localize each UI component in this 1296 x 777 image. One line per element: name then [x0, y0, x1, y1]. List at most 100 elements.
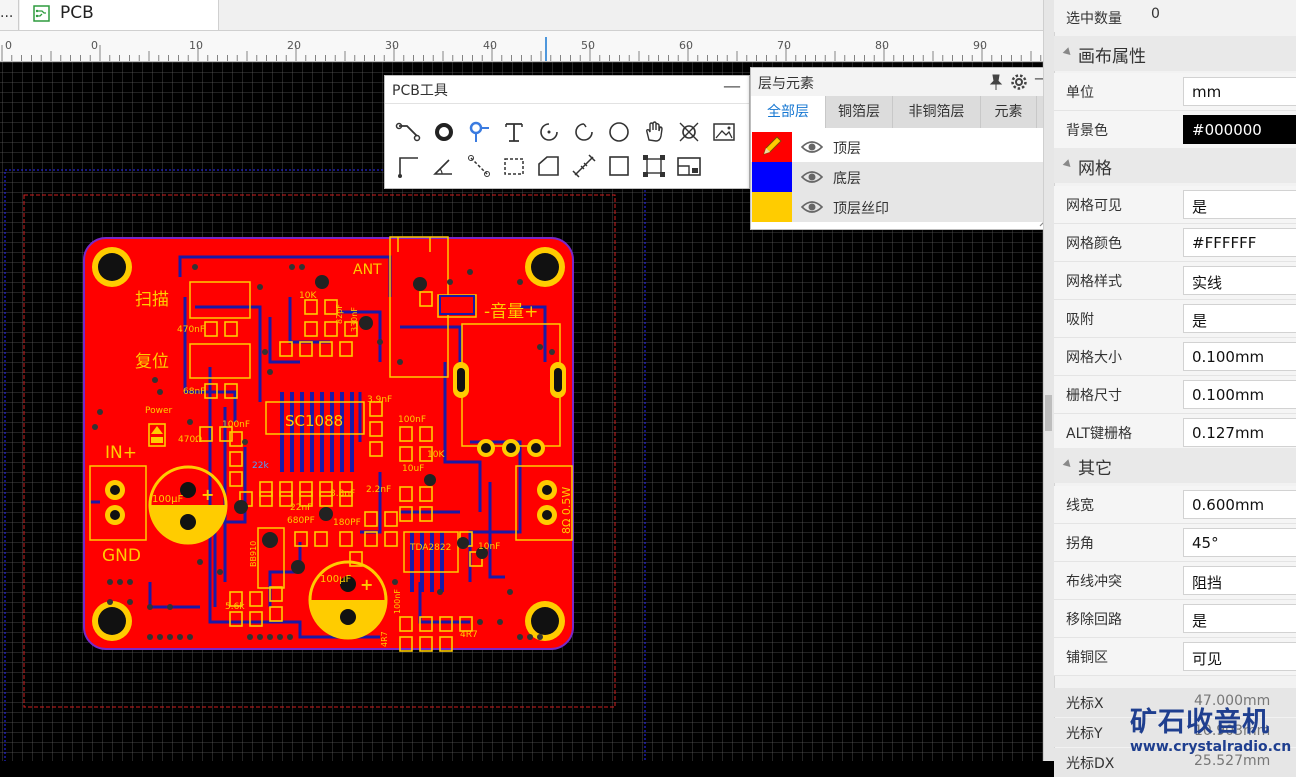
via — [537, 634, 543, 640]
rectangle-tool-icon[interactable] — [605, 152, 633, 180]
label-gnd: GND — [102, 546, 141, 566]
via — [549, 349, 555, 355]
smd-pad — [339, 341, 353, 357]
angle-tool-icon[interactable] — [430, 152, 458, 180]
selected-count-label: 选中数量 — [1066, 11, 1122, 27]
section-grid[interactable]: 网格 — [1054, 148, 1296, 183]
smd-pad — [299, 341, 313, 357]
label-power: Power — [145, 406, 173, 416]
layer-tabs: 全部层 铜箔层 非铜箔层 元素 — [751, 96, 1051, 128]
label-cap1: 470nF — [177, 325, 205, 335]
track-tool-icon[interactable] — [395, 118, 423, 146]
smd-pad — [399, 636, 413, 652]
board-outline-tool-icon[interactable] — [675, 152, 703, 180]
dimension-tool-icon[interactable] — [395, 152, 423, 180]
smd-pad — [219, 426, 233, 442]
prop-remove-loop-select[interactable]: 是 — [1183, 604, 1296, 633]
prop-grid-color-input[interactable]: #FFFFFF — [1183, 228, 1296, 257]
arc-center-tool-icon[interactable] — [535, 118, 563, 146]
prop-snap-size-input[interactable]: 0.100mm — [1183, 380, 1296, 409]
hole-tool-icon[interactable] — [675, 118, 703, 146]
layer-row-top[interactable]: 顶层 — [751, 132, 1051, 162]
pad-tool-icon[interactable] — [430, 118, 458, 146]
ruler-label: 30 — [385, 39, 399, 52]
layer-color-swatch[interactable] — [752, 162, 792, 192]
splitter-handle[interactable] — [1045, 395, 1052, 431]
tab-pcb[interactable]: PCB — [20, 0, 219, 30]
eye-icon[interactable] — [801, 169, 823, 185]
prop-copper-area-select[interactable]: 可见 — [1183, 642, 1296, 671]
circle-tool-icon[interactable] — [605, 118, 633, 146]
connect-tool-icon[interactable] — [465, 152, 493, 180]
label-res6: 4R7 — [380, 631, 389, 647]
smd-pad — [299, 481, 313, 497]
prop-grid-style-select[interactable]: 实线 — [1183, 266, 1296, 295]
smd-pad — [299, 491, 313, 507]
image-tool-icon[interactable] — [710, 118, 738, 146]
label-cap17: 100nF — [393, 589, 402, 614]
cursor-x-value: 47.000mm — [1194, 693, 1271, 709]
via — [392, 579, 398, 585]
via — [257, 634, 263, 640]
prop-grid-size-input[interactable]: 0.100mm — [1183, 342, 1296, 371]
prop-bg-color-input[interactable]: #000000 — [1183, 115, 1296, 144]
polygon-tool-icon[interactable] — [535, 152, 563, 180]
eye-icon[interactable] — [801, 139, 823, 155]
hand-tool-icon[interactable] — [640, 118, 668, 146]
layer-color-swatch[interactable] — [752, 132, 792, 162]
pcb-tools-title: PCB工具 — [392, 83, 448, 99]
label-res3: 22k — [252, 461, 269, 471]
section-canvas-properties[interactable]: 画布属性 — [1054, 36, 1296, 71]
pin-icon[interactable] — [987, 73, 1005, 91]
measure-tool-icon[interactable] — [570, 152, 598, 180]
tab-all-layers[interactable]: 全部层 — [751, 96, 826, 128]
prop-label: 背景色 — [1066, 123, 1108, 139]
via — [242, 439, 248, 445]
selected-count-row: 选中数量 0 — [1054, 0, 1296, 32]
label-cap10: 10uF — [402, 464, 424, 474]
gear-icon[interactable] — [1010, 73, 1028, 91]
select-area-tool-icon[interactable] — [500, 152, 528, 180]
prop-corner-select[interactable]: 45° — [1183, 528, 1296, 557]
section-title: 网格 — [1078, 159, 1112, 179]
layer-color-swatch[interactable] — [752, 192, 792, 222]
via — [107, 599, 113, 605]
via — [187, 419, 193, 425]
via — [157, 389, 163, 395]
ruler-label: 10 — [189, 39, 203, 52]
prop-route-conflict-select[interactable]: 阻挡 — [1183, 566, 1296, 595]
text-tool-icon[interactable] — [500, 118, 528, 146]
smd-pad — [224, 321, 238, 337]
section-other[interactable]: 其它 — [1054, 448, 1296, 483]
via-tool-icon[interactable] — [465, 118, 493, 146]
via — [507, 589, 513, 595]
prop-unit-select[interactable]: mm — [1183, 77, 1296, 106]
prop-grid-visible-select[interactable]: 是 — [1183, 190, 1296, 219]
prop-line-width-input[interactable]: 0.600mm — [1183, 490, 1296, 519]
prop-label: ALT键栅格 — [1066, 426, 1133, 442]
via — [92, 424, 98, 430]
tab-non-copper-layers[interactable]: 非铜箔层 — [893, 96, 981, 128]
via — [517, 634, 523, 640]
tab-copper-layers[interactable]: 铜箔层 — [826, 96, 893, 128]
eye-icon[interactable] — [801, 199, 823, 215]
tab-elements[interactable]: 元素 — [981, 96, 1037, 128]
layer-row-top-silkscreen[interactable]: 顶层丝印 — [751, 192, 1051, 222]
arc-tool-icon[interactable] — [570, 118, 598, 146]
layer-row-bottom[interactable]: 底层 — [751, 162, 1051, 192]
prop-alt-snap-input[interactable]: 0.127mm — [1183, 418, 1296, 447]
group-tool-icon[interactable] — [640, 152, 668, 180]
collapse-triangle-icon — [1062, 159, 1074, 170]
prop-snap-select[interactable]: 是 — [1183, 304, 1296, 333]
tab-previous[interactable]: ... — [0, 0, 19, 30]
label-speaker: 8Ω 0.5W — [560, 487, 573, 534]
via — [377, 339, 383, 345]
smd-pad — [419, 426, 433, 442]
pcb-tools-minimize-button[interactable]: — — [723, 76, 741, 97]
label-cap3: 100nF — [222, 420, 250, 430]
